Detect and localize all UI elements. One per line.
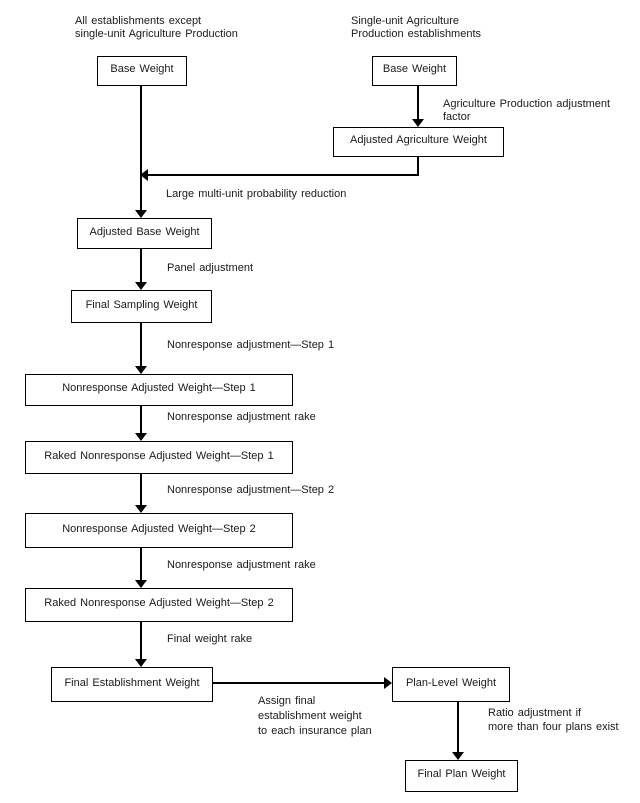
- box-final-plan-weight: Final Plan Weight: [405, 760, 518, 792]
- box-plan-level-weight: Plan-Level Weight: [392, 667, 510, 702]
- label-panel-adjustment: Panel adjustment: [167, 262, 253, 274]
- connector-adjusted-agriculture-down: [417, 157, 419, 176]
- label-nonresponse-adjustment-step2: Nonresponse adjustment—Step 2: [167, 484, 335, 496]
- arrowhead-into-plan-level: [384, 677, 392, 689]
- note-single-unit-agriculture: Single-unit Agriculture Production estab…: [351, 15, 482, 40]
- box-base-weight-right: Base Weight: [372, 56, 457, 86]
- connector-raked1-to-nr2: [140, 474, 142, 505]
- box-raked-nonresponse-adjusted-weight-step1: Raked Nonresponse Adjusted Weight—Step 1: [25, 441, 293, 474]
- connector-plan-level-to-final-plan: [457, 702, 459, 752]
- label-nonresponse-adjustment-step1: Nonresponse adjustment—Step 1: [167, 339, 335, 351]
- arrowhead-into-adjusted-base: [135, 210, 147, 218]
- box-adjusted-base-weight: Adjusted Base Weight: [77, 218, 212, 249]
- note-all-establishments: All establishments except single-unit Ag…: [75, 15, 238, 40]
- arrowhead-merge-left: [140, 169, 148, 181]
- label-nonresponse-adjustment-rake-2: Nonresponse adjustment rake: [167, 559, 316, 571]
- label-large-multi-unit-probability-reduction: Large multi-unit probability reduction: [166, 188, 347, 200]
- connector-agriculture-merge: [146, 174, 419, 176]
- connector-final-establishment-to-plan-level: [213, 682, 384, 684]
- label-nonresponse-adjustment-rake-1: Nonresponse adjustment rake: [167, 411, 316, 423]
- connector-base-left-to-adjusted-base: [140, 86, 142, 210]
- label-ratio-adjustment: Ratio adjustment if more than four plans…: [488, 707, 619, 733]
- label-final-weight-rake: Final weight rake: [167, 633, 253, 645]
- box-final-establishment-weight: Final Establishment Weight: [51, 667, 213, 702]
- connector-final-sampling-to-nr1: [140, 323, 142, 366]
- arrowhead-into-nr2: [135, 505, 147, 513]
- arrowhead-into-final-sampling: [135, 282, 147, 290]
- arrowhead-into-nr1: [135, 366, 147, 374]
- connector-adjusted-base-to-final-sampling: [140, 249, 142, 282]
- arrowhead-into-raked2: [135, 580, 147, 588]
- box-nonresponse-adjusted-weight-step1: Nonresponse Adjusted Weight—Step 1: [25, 374, 293, 406]
- arrowhead-into-raked1: [135, 433, 147, 441]
- connector-raked2-to-final-establishment: [140, 622, 142, 659]
- connector-base-right-to-adjusted-agriculture: [417, 86, 419, 119]
- box-nonresponse-adjusted-weight-step2: Nonresponse Adjusted Weight—Step 2: [25, 513, 293, 548]
- arrowhead-into-final-plan: [452, 752, 464, 760]
- arrowhead-into-final-establishment: [135, 659, 147, 667]
- box-final-sampling-weight: Final Sampling Weight: [71, 290, 212, 323]
- box-adjusted-agriculture-weight: Adjusted Agriculture Weight: [333, 127, 504, 157]
- box-base-weight-left: Base Weight: [97, 56, 187, 86]
- label-assign-final-establishment-weight: Assign final establishment weight to eac…: [258, 695, 372, 737]
- connector-nr1-to-raked1: [140, 406, 142, 433]
- connector-nr2-to-raked2: [140, 548, 142, 580]
- label-agriculture-production-adjustment-factor: Agriculture Production adjustment factor: [443, 98, 611, 123]
- box-raked-nonresponse-adjusted-weight-step2: Raked Nonresponse Adjusted Weight—Step 2: [25, 588, 293, 622]
- arrowhead-into-adjusted-agriculture: [412, 119, 424, 127]
